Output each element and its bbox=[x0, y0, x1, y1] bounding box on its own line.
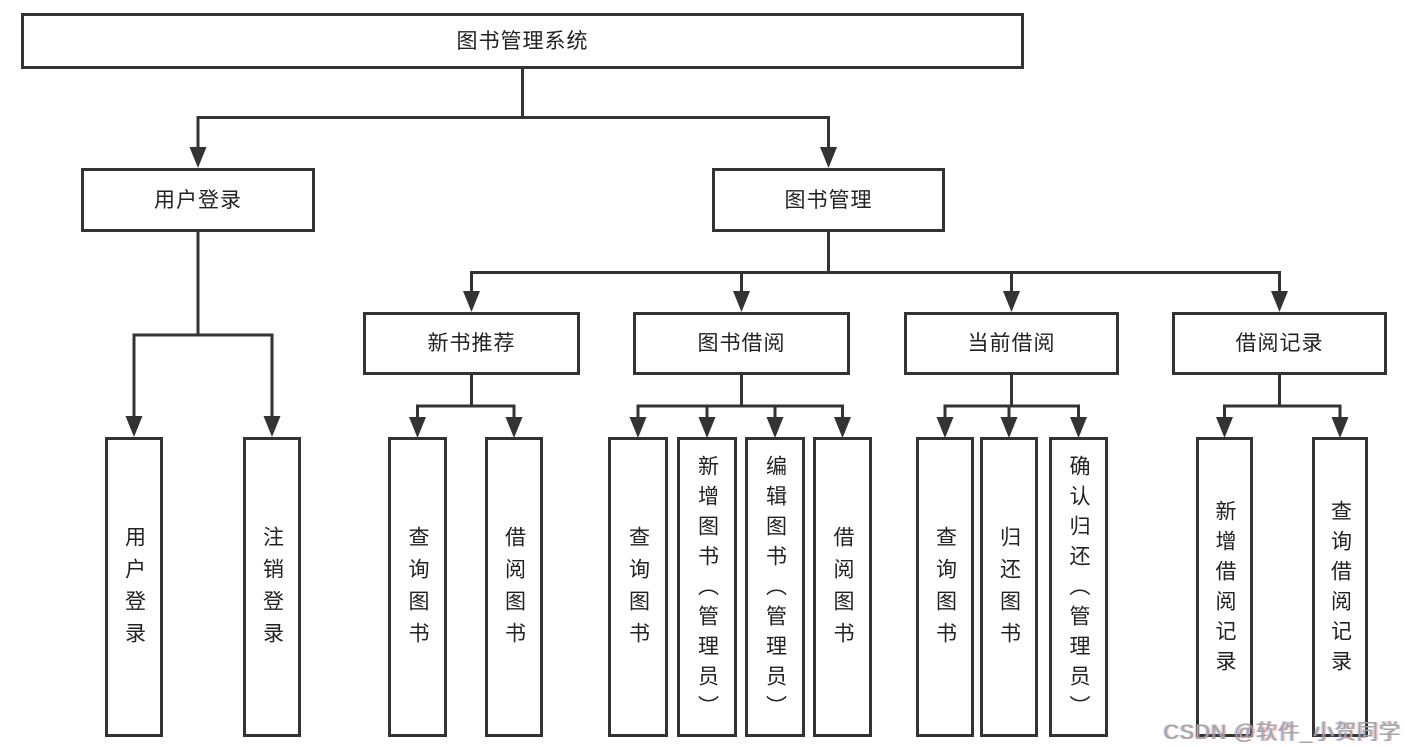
leaf-query-book-3: 查询图书 bbox=[916, 437, 974, 737]
leaf-add-book-admin: 新增图书（管理员） bbox=[677, 437, 737, 737]
csdn-watermark: CSDN @软件_小贺同学 bbox=[1163, 721, 1401, 744]
leaf-user-login: 用户登录 bbox=[105, 437, 163, 737]
node-current-borrow: 当前借阅 bbox=[904, 312, 1119, 375]
node-root: 图书管理系统 bbox=[21, 13, 1024, 69]
node-new-book-recommend: 新书推荐 bbox=[363, 312, 580, 375]
leaf-add-borrow-record: 新增借阅记录 bbox=[1196, 437, 1253, 737]
leaf-query-borrow-record: 查询借阅记录 bbox=[1312, 437, 1368, 737]
arrowheads bbox=[125, 147, 1349, 438]
leaf-query-book-2: 查询图书 bbox=[608, 437, 668, 737]
node-user-login: 用户登录 bbox=[81, 168, 315, 232]
node-borrow-record: 借阅记录 bbox=[1172, 312, 1387, 375]
leaf-borrow-book-1: 借阅图书 bbox=[485, 437, 543, 737]
leaf-query-book-1: 查询图书 bbox=[388, 437, 447, 737]
leaf-return-book: 归还图书 bbox=[980, 437, 1038, 737]
leaf-confirm-return-admin: 确认归还（管理员） bbox=[1049, 437, 1108, 737]
node-book-borrow: 图书借阅 bbox=[633, 312, 850, 375]
leaf-edit-book-admin: 编辑图书（管理员） bbox=[745, 437, 805, 737]
node-book-management: 图书管理 bbox=[712, 168, 945, 232]
leaf-logout: 注销登录 bbox=[243, 437, 301, 737]
leaf-borrow-book-2: 借阅图书 bbox=[813, 437, 872, 737]
